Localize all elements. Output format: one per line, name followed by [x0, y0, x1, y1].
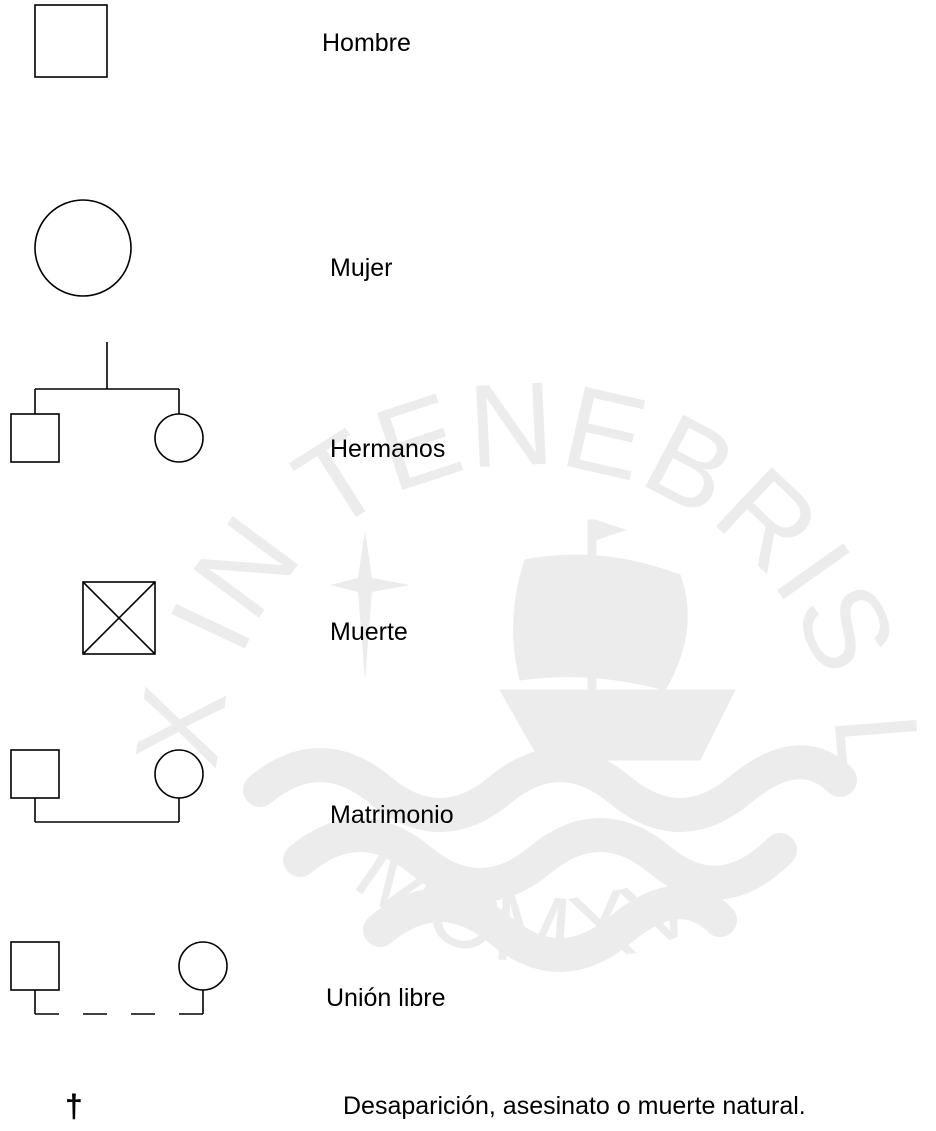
legend-label-hermanos: Hermanos — [330, 435, 446, 463]
dashed-union-line-symbol — [10, 941, 228, 1015]
legend-label-mujer: Mujer — [330, 254, 393, 282]
watermark-ship-icon — [499, 519, 736, 761]
male-square-symbol — [34, 4, 108, 78]
siblings-symbol — [10, 342, 204, 463]
legend-label-desaparicion: Desaparición, asesinato o muerte natural… — [343, 1092, 806, 1120]
crossed-square-symbol — [82, 581, 156, 655]
female-circle-symbol — [34, 199, 132, 297]
legend-label-hombre: Hombre — [322, 29, 411, 57]
watermark-star-icon — [330, 530, 410, 680]
legend-label-muerte: Muerte — [330, 618, 408, 646]
legend-label-matrimonio: Matrimonio — [330, 801, 454, 829]
legend-label-union-libre: Unión libre — [326, 984, 446, 1012]
watermark-waves — [243, 745, 857, 972]
marriage-line-symbol — [10, 749, 204, 823]
dagger-icon: † — [65, 1088, 83, 1124]
